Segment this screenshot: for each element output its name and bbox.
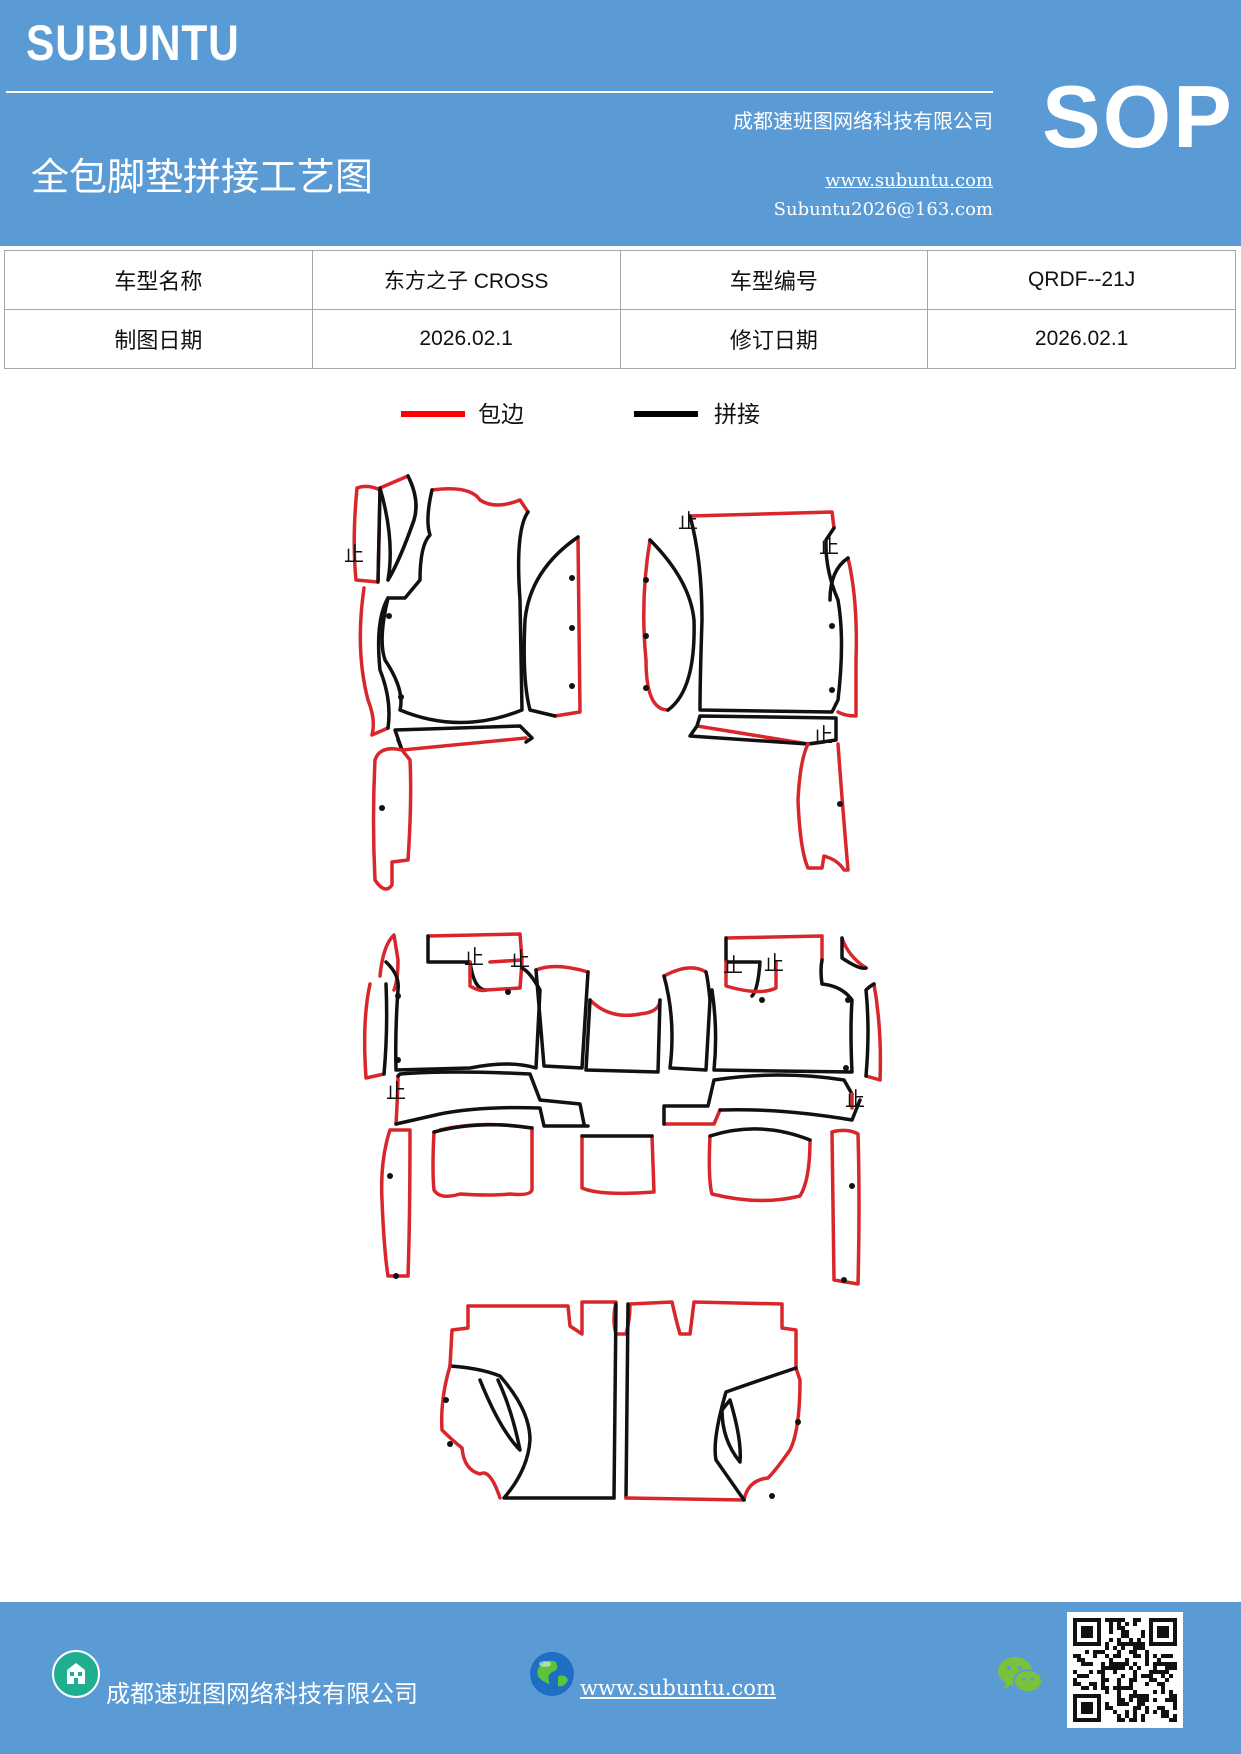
brand-logo: SUBUNTU xyxy=(26,15,240,71)
footer-company: 成都速班图网络科技有限公司 xyxy=(106,1680,418,1708)
front-left-mats xyxy=(352,474,582,891)
header-website-link[interactable]: www.subuntu.com xyxy=(825,170,993,191)
header-divider xyxy=(6,91,993,93)
label-model-name: 车型名称 xyxy=(4,250,313,310)
value-draw-date: 2026.02.1 xyxy=(311,309,621,369)
front-right-mats xyxy=(642,510,859,872)
value-model-name: 东方之子 CROSS xyxy=(311,250,621,310)
label-draw-date: 制图日期 xyxy=(4,309,313,369)
stop-mark: 止 xyxy=(464,945,484,969)
stop-mark: 止 xyxy=(819,534,839,558)
table-row: 制图日期 2026.02.1 修订日期 2026.02.1 xyxy=(4,309,1236,369)
stop-mark: 止 xyxy=(344,542,364,566)
rear-mats xyxy=(439,1300,802,1502)
legend-black-line xyxy=(634,411,698,417)
legend: 包边 拼接 xyxy=(0,395,1241,445)
stop-mark: 止 xyxy=(813,723,833,747)
footer-banner: 成都速班图网络科技有限公司 www.subuntu.com xyxy=(0,1602,1241,1754)
globe-icon xyxy=(530,1652,574,1696)
rivet-dots xyxy=(379,575,855,1499)
table-row: 车型名称 东方之子 CROSS 车型编号 QRDF--21J xyxy=(4,250,1236,310)
legend-label-edge: 包边 xyxy=(478,402,524,428)
page-title: 全包脚垫拼接工艺图 xyxy=(31,155,374,199)
middle-mats xyxy=(362,932,883,1286)
header-email[interactable]: Subuntu2026@163.com xyxy=(773,199,993,220)
value-model-code: QRDF--21J xyxy=(927,250,1236,310)
legend-red-line xyxy=(401,411,465,417)
stop-mark: 止 xyxy=(386,1079,406,1103)
legend-label-seam: 拼接 xyxy=(714,402,760,428)
stop-mark: 止 xyxy=(510,947,530,971)
label-model-code: 车型编号 xyxy=(619,250,929,310)
header-banner: SUBUNTU 成都速班图网络科技有限公司 全包脚垫拼接工艺图 www.subu… xyxy=(0,0,1241,246)
stop-mark: 止 xyxy=(723,953,743,977)
stop-mark: 止 xyxy=(845,1087,865,1111)
wechat-icon xyxy=(998,1657,1043,1693)
floor-mat-diagram: 止 止 止 止 止 止 止 止 止 止 xyxy=(344,474,883,1502)
stop-mark: 止 xyxy=(678,509,698,533)
stop-mark: 止 xyxy=(764,951,784,975)
footer-website-link[interactable]: www.subuntu.com xyxy=(580,1676,776,1700)
vehicle-info-table: 车型名称 东方之子 CROSS 车型编号 QRDF--21J 制图日期 2026… xyxy=(4,250,1236,369)
label-revision-date: 修订日期 xyxy=(619,309,929,369)
header-company: 成都速班图网络科技有限公司 xyxy=(733,109,993,133)
building-icon xyxy=(52,1650,100,1698)
qr-code[interactable] xyxy=(1067,1612,1183,1728)
value-revision-date: 2026.02.1 xyxy=(927,309,1236,369)
sop-badge: SOP xyxy=(1042,67,1234,166)
